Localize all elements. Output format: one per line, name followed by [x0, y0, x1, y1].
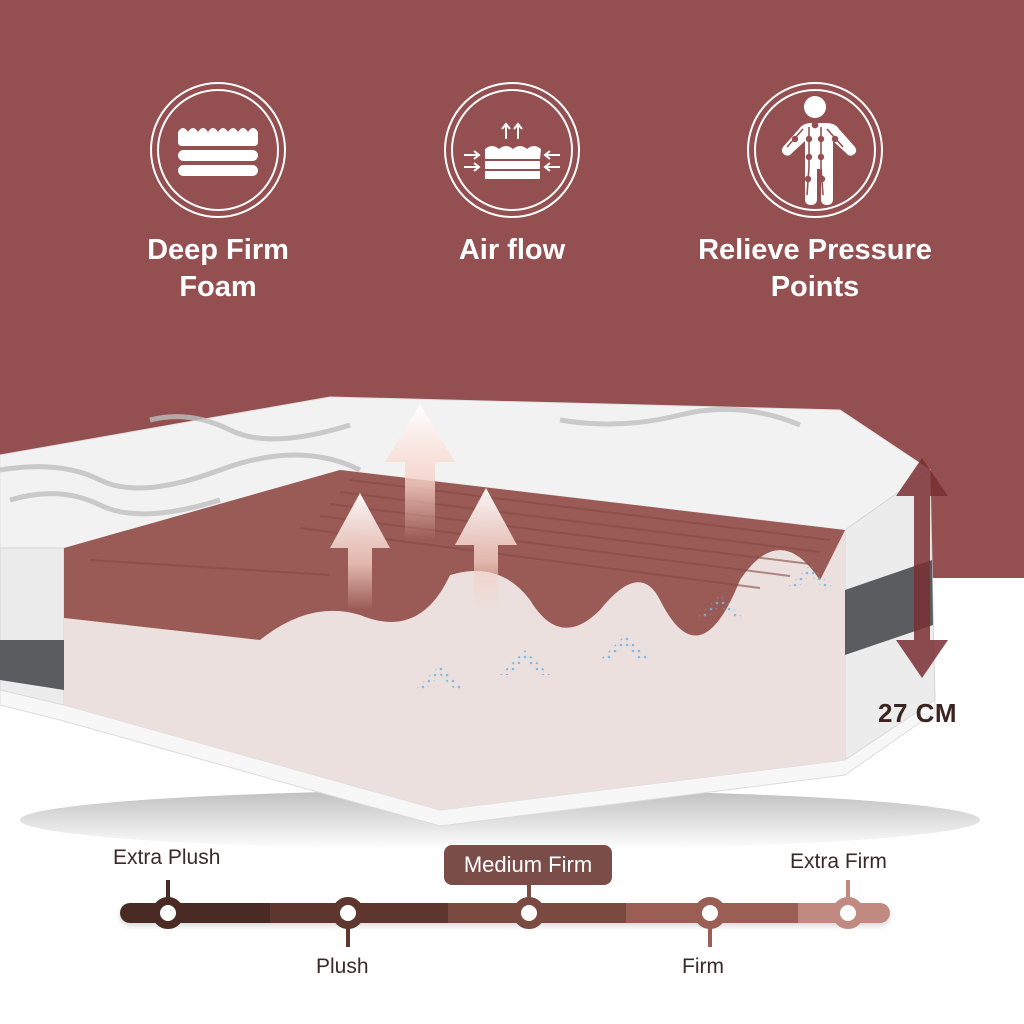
scale-node-extra-firm[interactable]	[832, 897, 864, 929]
mattress-cutaway-illustration	[0, 396, 980, 850]
selected-firmness-badge: Medium Firm	[444, 845, 612, 885]
feature-icon-circle	[444, 82, 580, 218]
scale-label-extra-plush: Extra Plush	[113, 846, 221, 869]
feature-icon-circle	[150, 82, 286, 218]
scale-node-firm[interactable]	[694, 897, 726, 929]
height-label: 27 CM	[878, 698, 958, 728]
feature-label: Relieve Pressure Points	[698, 234, 932, 303]
body-pressure-points-icon	[781, 96, 857, 205]
foam-layers-icon	[178, 128, 258, 176]
scale-stem	[708, 925, 712, 947]
feature-label: Deep Firm Foam	[147, 234, 289, 303]
scale-node-medium-firm[interactable]	[513, 897, 545, 929]
scale-stem	[846, 880, 850, 902]
scale-label-firm: Firm	[682, 955, 724, 978]
feature-label: Air flow	[458, 234, 566, 266]
scale-label-plush: Plush	[316, 955, 369, 978]
scale-label-extra-firm: Extra Firm	[790, 850, 887, 873]
scale-node-plush[interactable]	[332, 897, 364, 929]
scale-stem	[166, 880, 170, 902]
feature-icon-circle	[747, 82, 883, 218]
airflow-icon	[464, 122, 560, 179]
scale-stem	[346, 925, 350, 947]
firmness-scale-track	[120, 903, 890, 923]
feature-deep-firm-foam: Deep Firm Foam	[143, 82, 293, 306]
scale-stem	[527, 884, 531, 906]
scale-node-extra-plush[interactable]	[152, 897, 184, 929]
feature-relieve-pressure-points: Relieve Pressure Points	[680, 82, 950, 306]
feature-air-flow: Air flow	[437, 82, 587, 269]
height-arrow-icon	[896, 458, 948, 678]
